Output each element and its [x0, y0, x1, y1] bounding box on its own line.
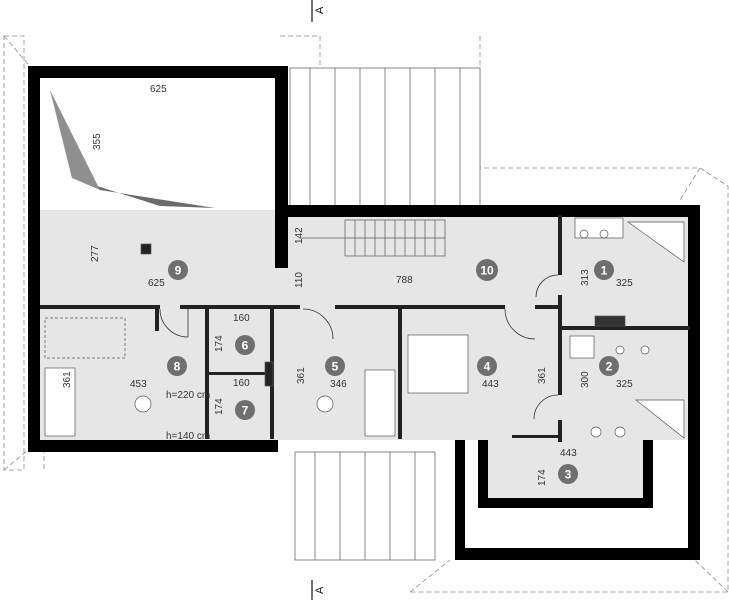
room-4-number: 4: [484, 360, 491, 374]
terrace: [40, 78, 275, 210]
room-2-number: 2: [606, 360, 613, 374]
room-7-number: 7: [242, 404, 249, 418]
dim-room5-width: 346: [330, 379, 347, 390]
room-10-number: 10: [480, 264, 494, 278]
room-6-number: 6: [242, 339, 249, 353]
height-220-label: h=220 cm: [166, 390, 210, 401]
bathtub-corner-room2: [634, 399, 685, 439]
bed-room5: [364, 369, 396, 437]
dim-room6-width: 160: [233, 313, 250, 324]
height-140-label: h=140 cm: [166, 431, 210, 442]
dim-room4-width: 443: [482, 379, 499, 390]
dim-hall-width: 788: [396, 275, 413, 286]
dim-room3-width: 443: [560, 448, 577, 459]
dim-room4-depth: 361: [537, 367, 548, 384]
room-badges: 1 2 3 4 5 6 7 8 9 10: [167, 259, 619, 484]
bathtub-corner-room1: [626, 221, 685, 263]
dim-room6-depth: 174: [214, 335, 225, 352]
dim-room3-depth: 174: [537, 469, 548, 486]
floor-areas: [40, 210, 690, 498]
section-marker-top: A: [314, 6, 326, 14]
dim-room9-depth: 277: [90, 245, 101, 262]
bed-room8: [44, 367, 76, 437]
furniture: [44, 217, 685, 439]
dim-stair-b: 110: [294, 272, 305, 288]
room-3-number: 3: [565, 468, 572, 482]
dim-room8-depth: 361: [62, 371, 73, 388]
dim-room2-width: 325: [616, 379, 633, 390]
roof-windows-bottom: [294, 451, 436, 561]
doors: [159, 274, 559, 420]
dim-room2-depth: 300: [580, 371, 591, 388]
staircase: [300, 219, 446, 257]
bed-room4: [407, 334, 469, 394]
dim-terrace-depth: 355: [92, 133, 103, 150]
section-markers: A A: [311, 0, 326, 600]
dim-room1-width: 325: [616, 278, 633, 289]
dim-room5-depth: 361: [296, 367, 307, 384]
dim-room9-width: 625: [148, 278, 165, 289]
section-marker-bottom: A: [314, 586, 326, 594]
room-5-number: 5: [332, 360, 339, 374]
dimension-labels: 625 355 277 625 142 110 788 313 325 300 …: [62, 84, 633, 486]
dim-room7-depth: 174: [214, 398, 225, 415]
dim-stair-a: 142: [294, 227, 305, 244]
dim-room7-width: 160: [233, 378, 250, 389]
room-9-number: 9: [175, 264, 182, 278]
dim-room8-width: 453: [130, 379, 147, 390]
room-8-number: 8: [174, 360, 181, 374]
room-1-number: 1: [601, 264, 608, 278]
outer-walls: [28, 66, 700, 560]
roof-windows-top: [289, 67, 481, 207]
dim-terrace-width: 625: [150, 84, 167, 95]
dim-room1-depth: 313: [580, 269, 591, 286]
